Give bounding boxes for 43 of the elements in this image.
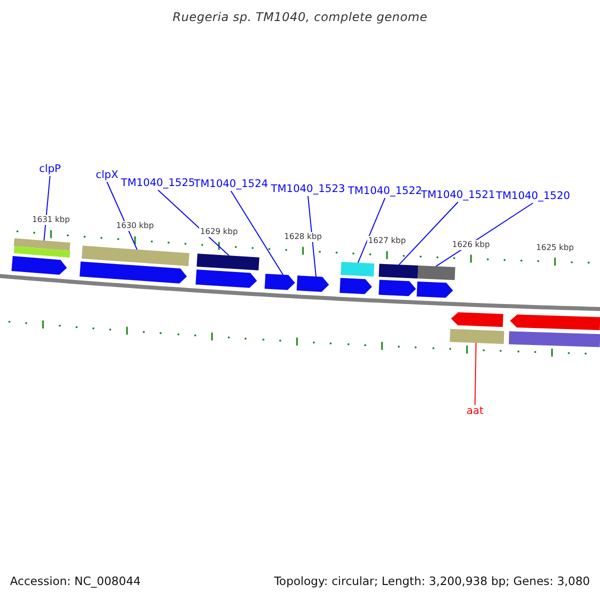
feature-bar (340, 262, 374, 277)
gene-label: TM1040_1521 (420, 189, 496, 202)
gene-label: TM1040_1525 (120, 177, 196, 190)
leader-line (230, 190, 284, 276)
position-label: 1629 kbp (199, 226, 239, 237)
gene-block (296, 276, 329, 292)
feature-bar (418, 266, 456, 280)
gene-block (340, 278, 372, 294)
genome-summary-text: Topology: circular; Length: 3,200,938 bp; Genes: 3,080 (274, 574, 590, 588)
gene-label: clpX (96, 169, 118, 182)
gene-label: aat (466, 405, 484, 418)
position-label: 1631 kbp (31, 215, 71, 226)
feature-bar (508, 331, 600, 348)
feature-bar (196, 254, 260, 270)
gene-block (510, 314, 600, 330)
feature-bar (14, 246, 70, 258)
gene-block (264, 274, 295, 290)
gene-block (12, 256, 67, 275)
gene-label: TM1040_1524 (194, 178, 268, 191)
position-label: 1628 kbp (283, 232, 323, 242)
feature-bar (378, 264, 418, 279)
gene-label: clpP (39, 163, 61, 176)
gene-block (451, 312, 504, 327)
position-label: 1630 kbp (115, 221, 155, 232)
position-label: 1626 kbp (451, 240, 491, 250)
title: Ruegeria sp. TM1040, complete genome (172, 10, 428, 24)
leader-line (106, 182, 138, 250)
leader-line (308, 196, 316, 278)
position-label: 1625 kbp (535, 242, 575, 253)
gene-block (196, 270, 257, 288)
accession-text: Accession: NC_008044 (10, 574, 141, 588)
feature-bar (82, 246, 190, 266)
gene-label: TM1040_1520 (496, 190, 570, 203)
gene-label: TM1040_1522 (348, 185, 422, 198)
gene-block (416, 282, 453, 298)
gene-block (80, 262, 187, 284)
gene-label: TM1040_1523 (270, 183, 346, 196)
position-label: 1627 kbp (367, 236, 407, 246)
leader-line (474, 342, 476, 406)
gene-block (378, 280, 416, 296)
feature-bar (14, 238, 70, 251)
leader-line (398, 202, 458, 266)
feature-bar (450, 328, 504, 344)
